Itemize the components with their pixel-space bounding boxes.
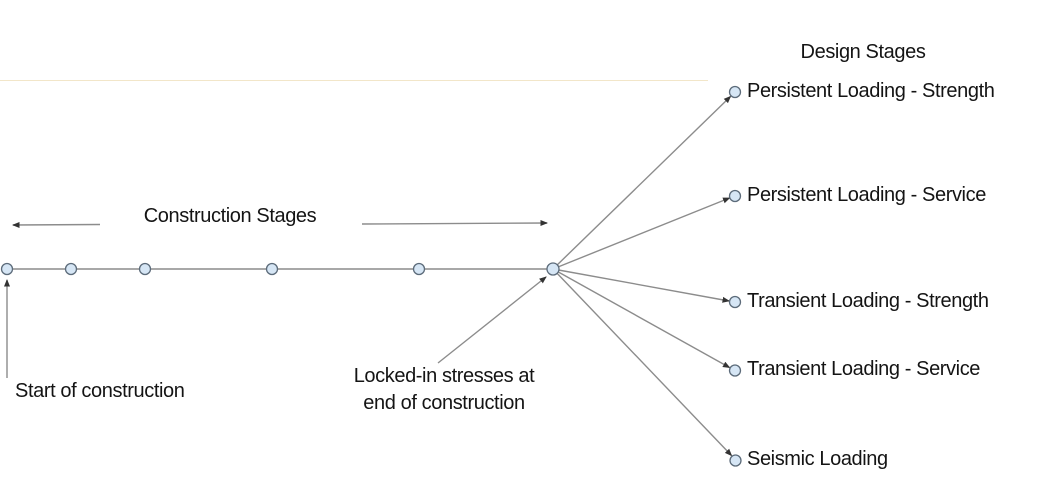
fan-line-seismic bbox=[552, 268, 733, 457]
fan-line-persistent-strength bbox=[552, 95, 732, 270]
design-stage-node-seismic bbox=[729, 454, 742, 467]
construction-stages-arrow-left bbox=[12, 221, 101, 228]
design-stage-node-transient-strength bbox=[728, 295, 742, 309]
construction-stage-node-3 bbox=[138, 262, 152, 276]
construction-stage-node-2 bbox=[64, 262, 78, 276]
design-stage-label-persistent-service: Persistent Loading - Service bbox=[747, 184, 986, 206]
locked-in-stresses-label: Locked-in stresses at end of constructio… bbox=[324, 363, 564, 417]
top-rule bbox=[0, 80, 708, 81]
construction-stage-node-1 bbox=[0, 262, 14, 276]
fan-line-persistent-service bbox=[552, 197, 731, 270]
locked-in-stresses-label-line2: end of construction bbox=[363, 392, 525, 414]
design-stages-title: Design Stages bbox=[800, 41, 926, 63]
start-of-construction-label: Start of construction bbox=[15, 380, 185, 402]
end-of-construction-hub-node bbox=[546, 262, 560, 276]
construction-stages-label: Construction Stages bbox=[143, 205, 317, 227]
construction-stage-node-4 bbox=[265, 262, 279, 276]
design-stage-node-transient-service bbox=[728, 364, 742, 377]
design-stage-node-persistent-service bbox=[728, 189, 742, 203]
fan-line-transient-strength bbox=[552, 268, 730, 303]
design-stage-node-persistent-strength bbox=[728, 85, 742, 99]
design-stage-label-transient-strength: Transient Loading - Strength bbox=[747, 290, 989, 312]
construction-stages-arrow-right bbox=[361, 220, 548, 227]
construction-stage-node-5 bbox=[412, 262, 426, 276]
design-stage-label-persistent-strength: Persistent Loading - Strength bbox=[747, 80, 995, 102]
locked-in-stresses-leader-line bbox=[437, 276, 547, 364]
design-stage-label-seismic: Seismic Loading bbox=[747, 448, 888, 470]
locked-in-stresses-label-line1: Locked-in stresses at bbox=[353, 365, 535, 387]
fan-line-transient-service bbox=[552, 268, 731, 369]
design-stage-label-transient-service: Transient Loading - Service bbox=[747, 358, 981, 380]
